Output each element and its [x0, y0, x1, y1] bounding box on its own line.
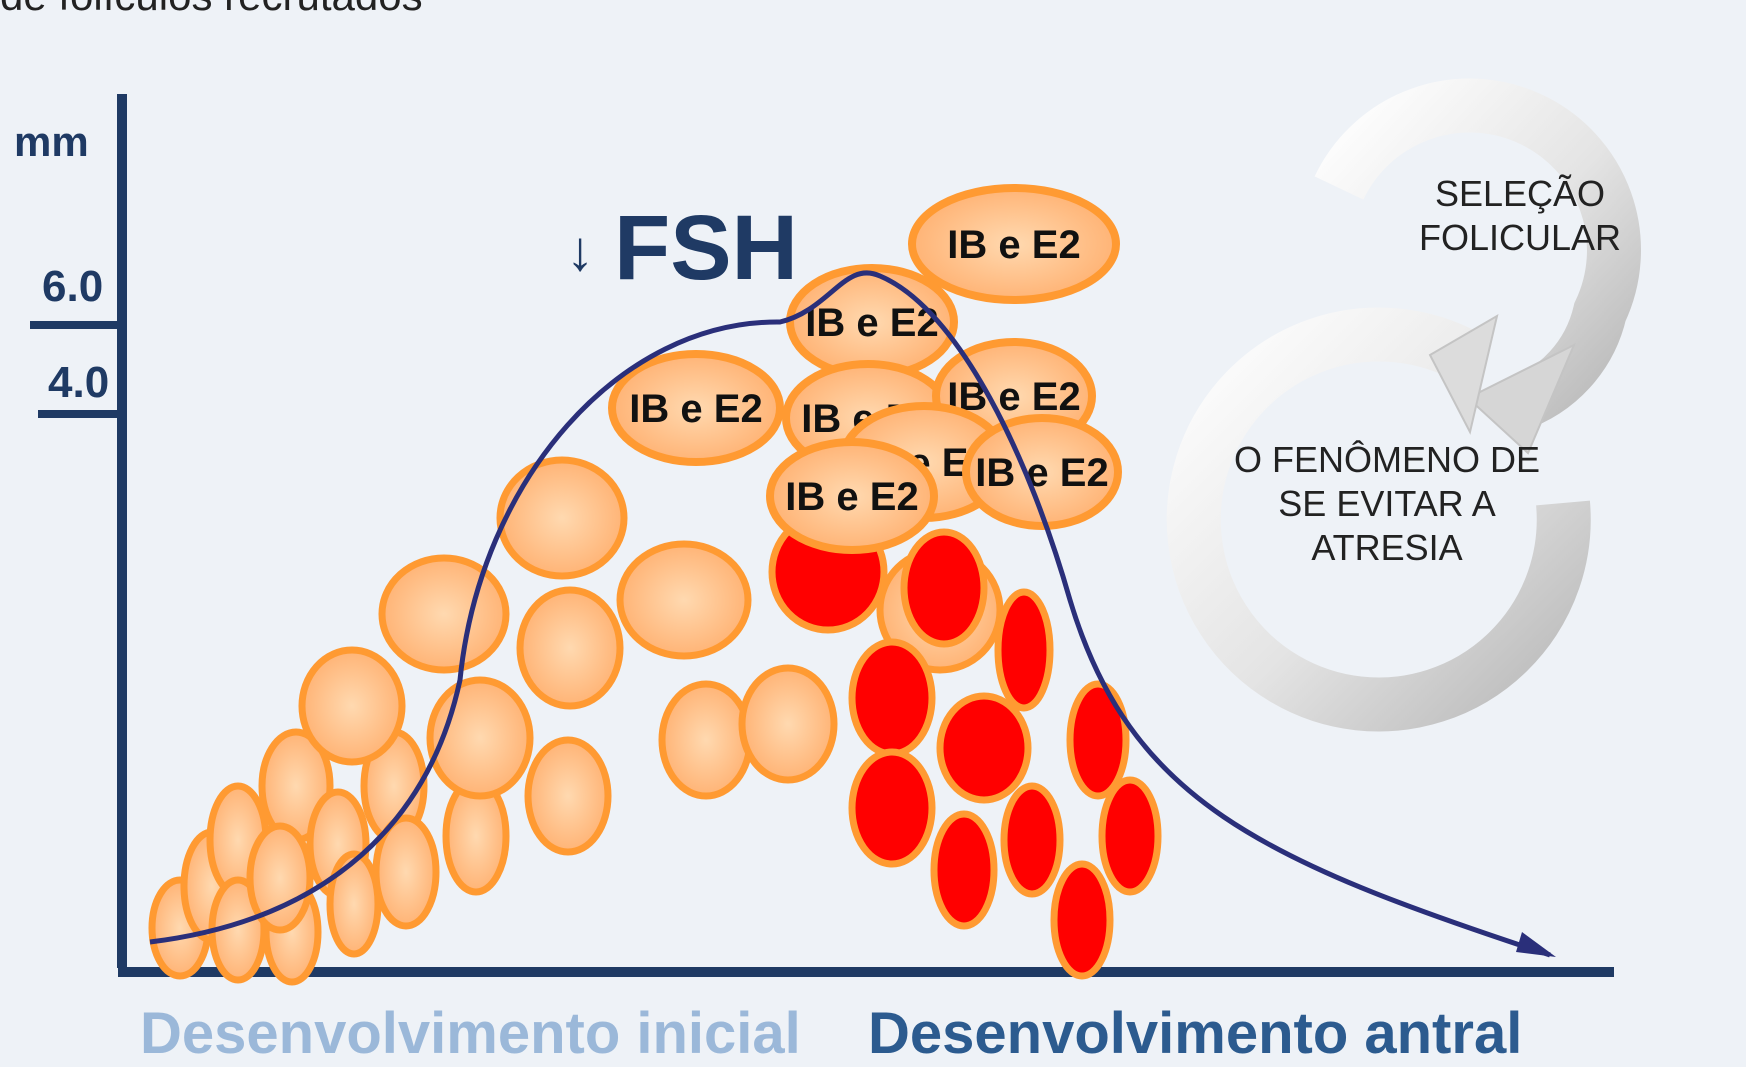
cycle-ring-top — [1314, 78, 1641, 431]
follicle-label: IB e E2 — [975, 451, 1108, 495]
axes — [30, 94, 1614, 977]
follicle — [378, 554, 510, 674]
follicle-label: IB e E2 — [785, 475, 918, 519]
follicle — [326, 850, 382, 958]
fsh-label: FSH — [614, 197, 798, 299]
follicle — [496, 456, 628, 580]
follicle — [524, 736, 612, 856]
follicle-label: IB e E2 — [805, 301, 938, 345]
header-caption: de folículos recrutados — [0, 0, 423, 20]
follicle — [516, 586, 624, 710]
atretic-follicle — [900, 528, 988, 648]
atretic-follicle — [994, 588, 1054, 712]
follicle — [246, 822, 314, 934]
atretic-follicle — [848, 638, 936, 758]
dominant-follicle — [908, 184, 1120, 304]
dominant-follicle — [766, 438, 938, 554]
cycle-text-selection: SELEÇÃO FOLICULAR — [1418, 173, 1622, 258]
follicle — [616, 540, 752, 660]
cycle-text-atresia: O FENÔMENO DE SE EVITAR A ATRESIA — [1233, 439, 1541, 568]
dominant-follicle — [608, 350, 784, 466]
cycle-ring-bottom — [1166, 307, 1591, 732]
follicle-label: IB e E2 — [629, 387, 762, 431]
follicle — [298, 646, 406, 766]
cycle-arrowhead-bottom — [1428, 313, 1499, 435]
y-axis-unit: mm — [14, 118, 89, 165]
atretic-follicle — [848, 748, 936, 868]
dominant-follicle — [962, 414, 1122, 530]
atretic-follicle — [1000, 782, 1064, 898]
atretic-follicle — [1098, 776, 1162, 896]
selection-curve — [149, 270, 1551, 958]
y-tick-label-upper: 6.0 — [42, 262, 104, 311]
atretic-follicle — [1050, 860, 1114, 980]
cycle-arrowhead-top — [1466, 342, 1576, 455]
atretic-follicle — [936, 692, 1032, 804]
y-tick-label-lower: 4.0 — [48, 358, 110, 407]
x-label-antral-development: Desenvolvimento antral — [868, 1001, 1523, 1066]
follicle-label: IB e E2 — [947, 223, 1080, 267]
follicle — [658, 680, 754, 800]
follicle — [738, 664, 838, 784]
atretic-follicle — [1066, 680, 1130, 800]
follicle — [372, 814, 440, 930]
atretic-follicle — [930, 810, 998, 930]
curve-arrowhead — [1516, 932, 1556, 957]
cycle-arrows — [1166, 78, 1641, 732]
down-arrow-icon: ↓ — [566, 219, 594, 282]
x-label-early-development: Desenvolvimento inicial — [140, 1001, 801, 1066]
